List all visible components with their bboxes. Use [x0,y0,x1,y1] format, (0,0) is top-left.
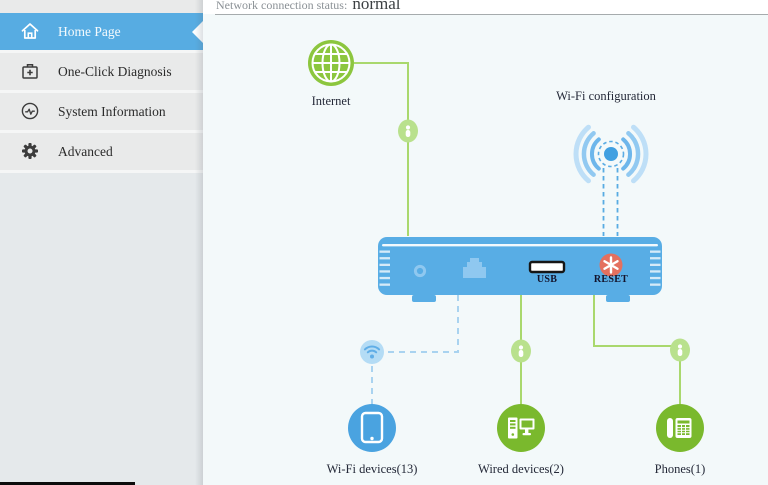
topology-graphics [308,40,704,452]
wifi-link-icon [360,340,384,364]
sidebar-top-strip [0,0,203,13]
bottom-black-bar [0,482,135,485]
network-status: Network connection status: normal [216,0,400,14]
sidebar-item-label: Home Page [58,23,121,39]
ethernet-port-icon [463,258,486,278]
internet-label: Internet [311,94,351,108]
network-topology-diagram: Internet Wi-Fi configuration USB RESET W… [203,15,768,485]
router-vents [379,250,661,286]
network-status-label: Network connection status: [216,0,348,12]
wifi-devices-icon[interactable] [348,404,396,452]
sidebar-item-label: Advanced [58,143,113,159]
wired-devices-label[interactable]: Wired devices(2) [478,462,564,476]
first-aid-icon [20,61,40,81]
sidebar-item-system-information[interactable]: System Information [0,93,203,130]
wired-devices-icon[interactable] [497,404,545,452]
network-status-value: normal [352,0,401,13]
phone-connector-badge [670,338,690,362]
reset-button[interactable] [599,253,623,277]
sidebar-item-label: One-Click Diagnosis [58,63,172,79]
router-foot-left [412,295,436,302]
sidebar-item-home-page[interactable]: Home Page [0,13,203,50]
wifi-configuration-label[interactable]: Wi-Fi configuration [556,89,656,103]
wan-connector-badge [398,119,418,143]
home-icon [20,21,40,41]
router-foot-right [606,295,630,302]
active-item-notch [192,20,203,43]
sidebar-item-label: System Information [58,103,166,119]
lan-connector-badge [511,339,531,363]
router-device [378,237,662,302]
usb-label: USB [536,274,558,285]
power-port-icon [413,264,427,278]
internet-globe-icon[interactable] [308,40,354,86]
gauge-icon [20,101,40,121]
reset-label: RESET [593,274,629,285]
sidebar-item-one-click-diagnosis[interactable]: One-Click Diagnosis [0,53,203,90]
phones-icon[interactable] [656,404,704,452]
wifi-devices-label[interactable]: Wi-Fi devices(13) [326,462,418,476]
sidebar-item-advanced[interactable]: Advanced [0,133,203,170]
phones-label[interactable]: Phones(1) [654,462,706,476]
header-divider [215,14,768,15]
sidebar-edge-shadow [195,0,203,485]
wifi-configuration-icon[interactable] [573,124,649,184]
usb-port-icon [528,260,566,274]
status-bar: Network connection status: normal [203,0,768,14]
sidebar-nav: Home Page One-Click Diagnosis [0,13,203,173]
sidebar: Home Page One-Click Diagnosis [0,0,203,485]
gear-icon [20,141,40,161]
main-content: Network connection status: normal [203,0,768,485]
